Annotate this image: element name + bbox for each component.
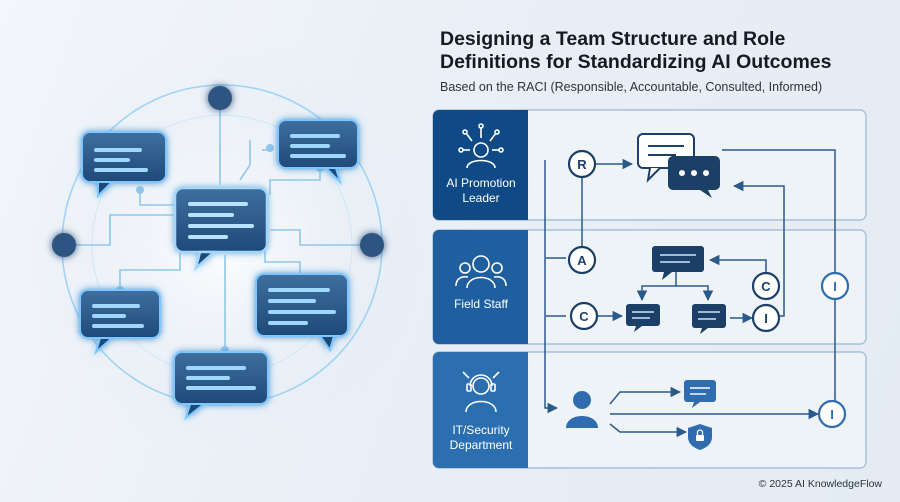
raci-letter-i: I (833, 279, 837, 294)
raci-letter-a: A (577, 253, 587, 268)
raci-letter-c: C (761, 279, 771, 294)
role-label-field-staff: Field Staff (454, 297, 508, 311)
copyright-credit: © 2025 AI KnowledgeFlow (758, 478, 882, 490)
raci-badge-i-field: I (751, 303, 781, 333)
chat-bubble-icon (652, 246, 704, 280)
title-line-1: Designing a Team Structure and Role (440, 28, 786, 50)
headset-person-icon (462, 371, 500, 413)
raci-letter-r: R (577, 157, 587, 172)
role-label-it-security: IT/Security Department (449, 423, 513, 452)
chat-bubble-icon (692, 304, 726, 334)
raci-letter-c: C (579, 309, 589, 324)
lane-field-staff (432, 229, 867, 345)
chat-bubble-icon (79, 289, 161, 355)
raci-letter-i: I (830, 407, 834, 422)
leader-person-icon (458, 123, 504, 169)
page-title: Designing a Team Structure and Role Defi… (440, 28, 880, 74)
user-avatar-icon (566, 391, 598, 428)
chat-bubble-icon (255, 273, 349, 353)
chat-bubble-dots-icon (668, 156, 720, 198)
title-line-2: Definitions for Standardizing AI Outcome… (440, 51, 832, 73)
raci-badge-c-left: C (569, 301, 599, 331)
chat-bubble-icon (626, 304, 660, 332)
chat-bubble-icon (173, 351, 269, 421)
chat-bubble-icon (684, 380, 716, 408)
network-node (52, 233, 76, 257)
role-label-ai-promotion-leader: AI Promotion Leader (446, 176, 516, 205)
page-subtitle: Based on the RACI (Responsible, Accounta… (440, 80, 823, 94)
raci-badge-r: R (567, 149, 597, 179)
chat-network-illustration (17, 40, 420, 450)
raci-badge-a: A (567, 245, 597, 275)
lane-it-security (432, 351, 867, 469)
chat-bubble-icon (173, 186, 269, 272)
raci-badge-c-right: C (751, 271, 781, 301)
raci-badge-i-right: I (820, 271, 850, 301)
network-node (360, 233, 384, 257)
team-group-icon (455, 255, 507, 289)
chat-bubble-icon (277, 119, 359, 186)
shield-lock-icon (688, 424, 712, 450)
raci-badge-i-it: I (817, 399, 847, 429)
raci-letter-i: I (764, 311, 768, 326)
chat-bubble-icon (81, 131, 167, 199)
network-node (208, 86, 232, 110)
